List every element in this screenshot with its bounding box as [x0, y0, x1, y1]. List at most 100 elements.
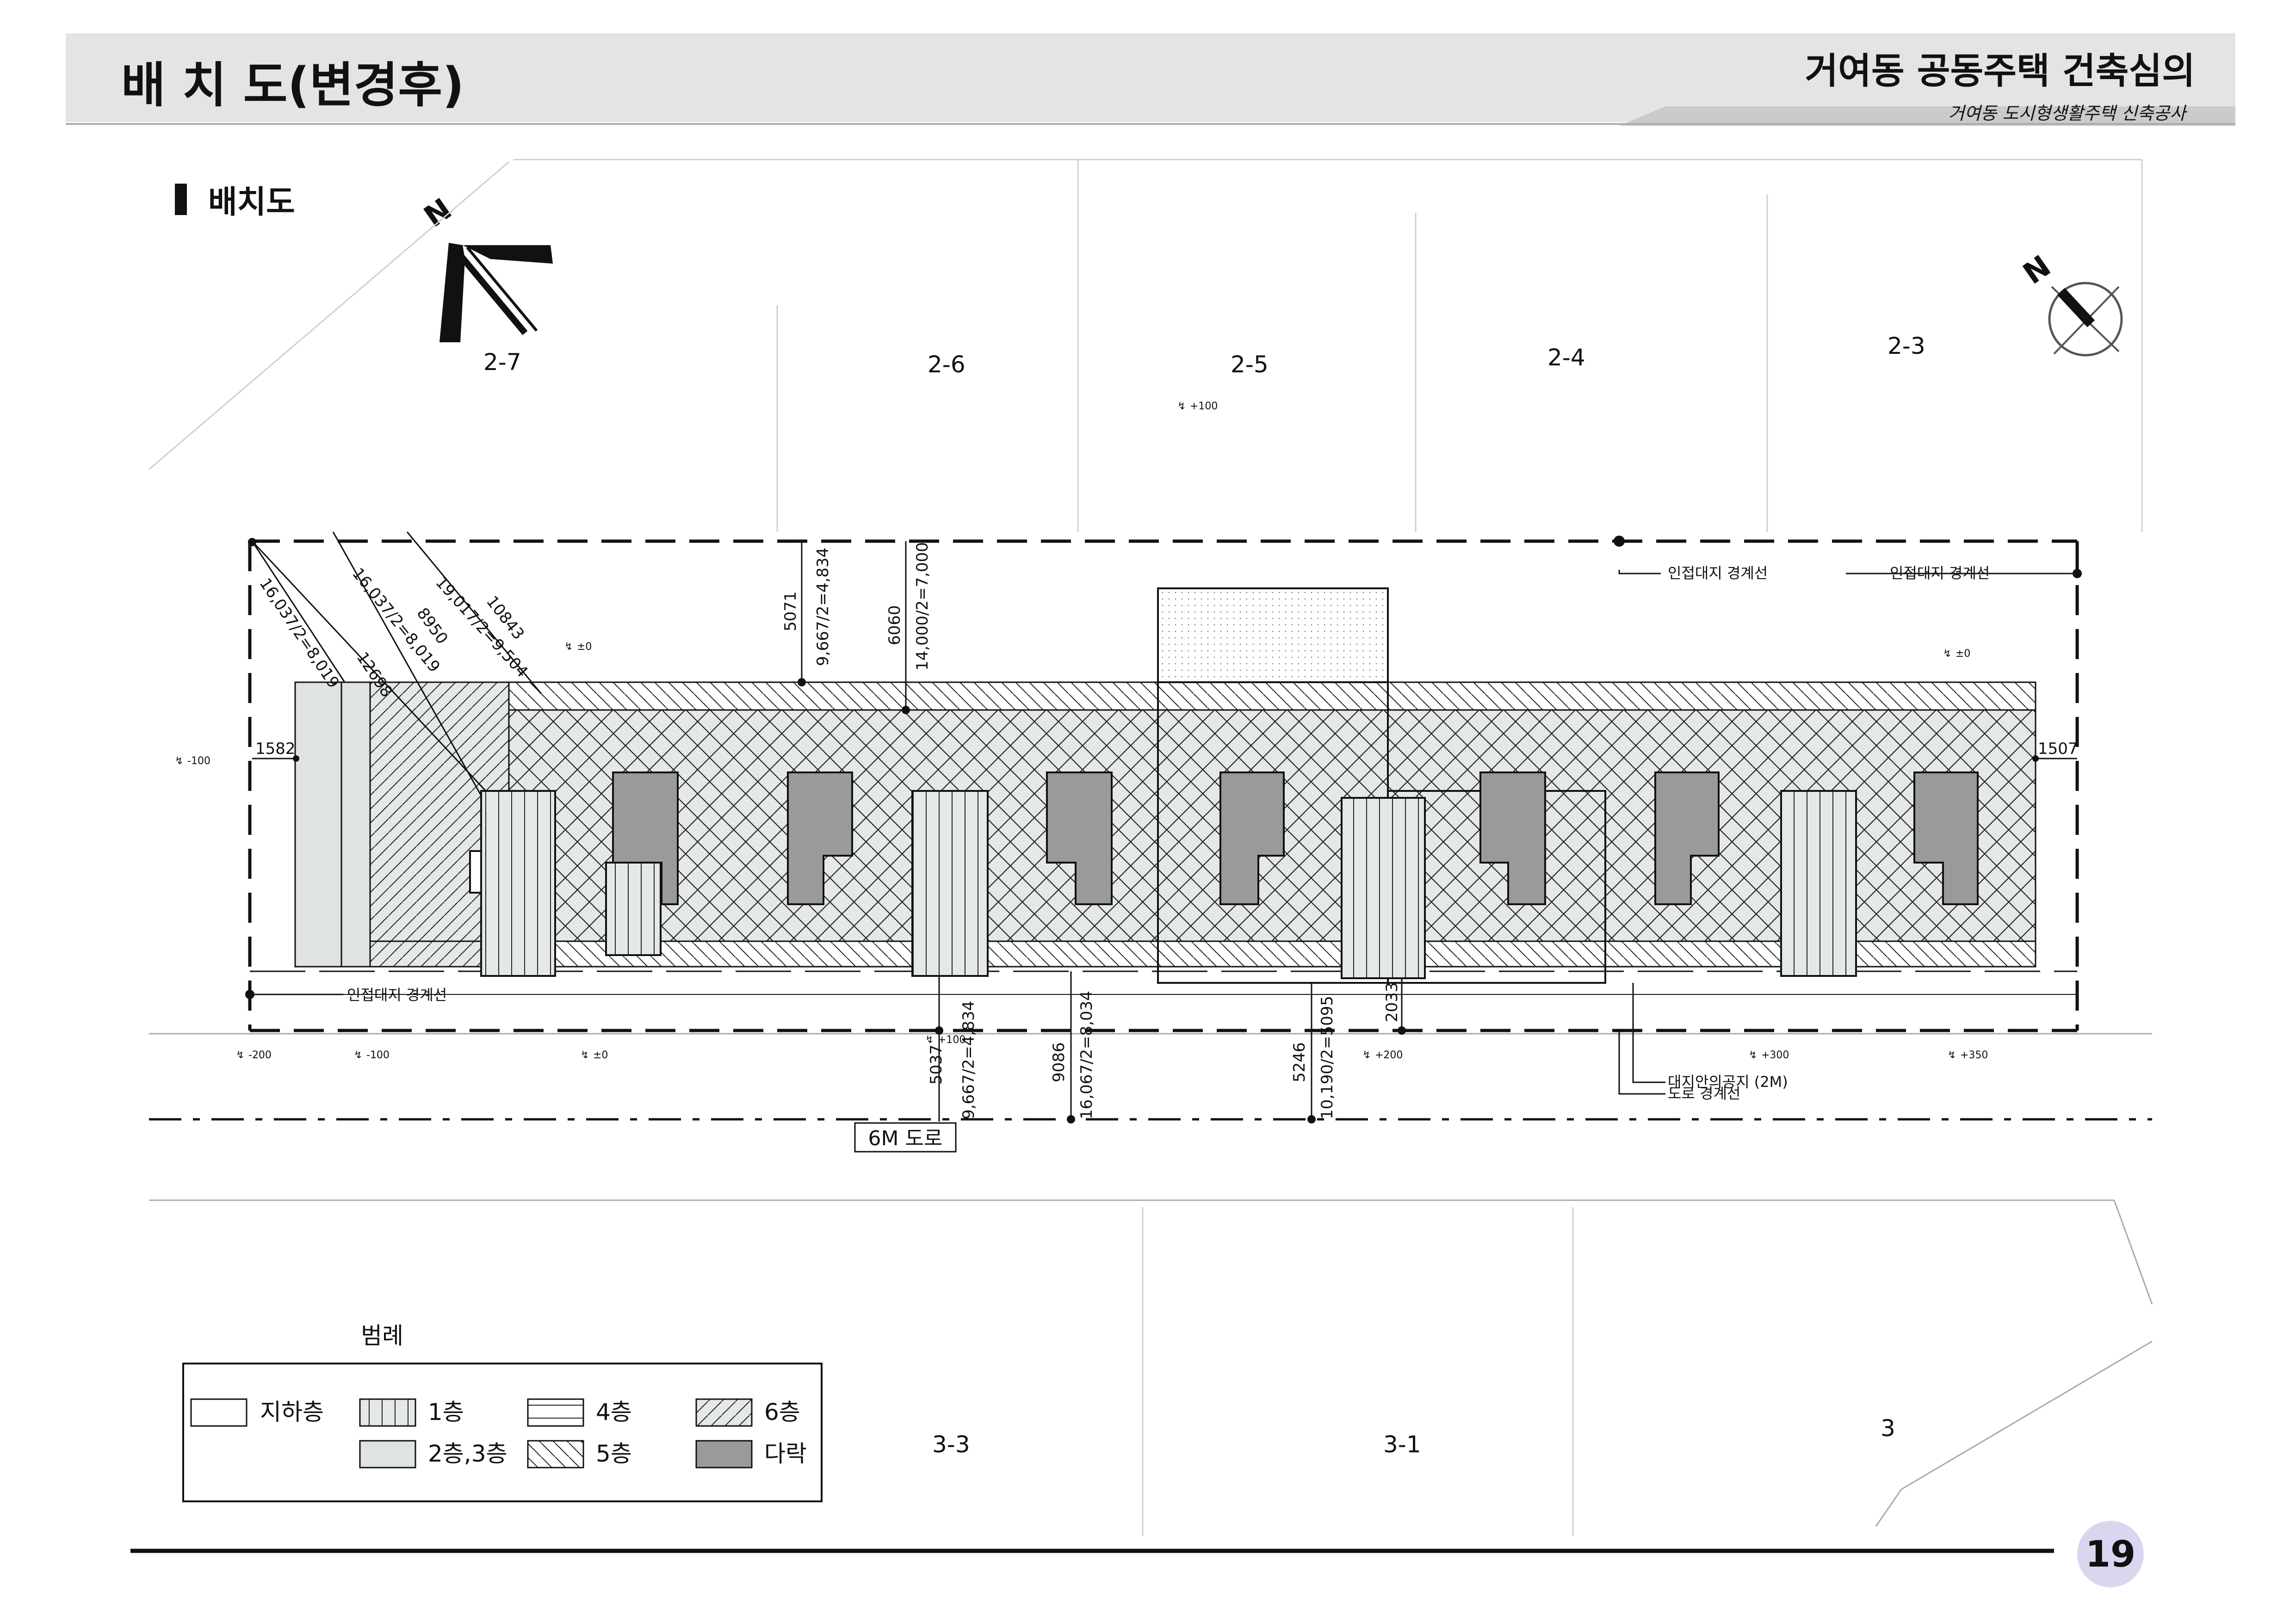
dim-1507: 1507: [2038, 740, 2078, 758]
dim-5071: 5071: [781, 591, 800, 631]
page-number-badge: 19: [2077, 1521, 2144, 1587]
lot-2-3: 2-3: [1888, 333, 1925, 359]
page-number: 19: [2086, 1534, 2136, 1575]
lot-3-1: 3-1: [1383, 1431, 1421, 1458]
project-title: 거여동 공동주택 건축심의: [1805, 50, 2195, 92]
svg-text:다락: 다락: [764, 1440, 807, 1467]
level-upper-left: ↯ ±0: [564, 641, 592, 653]
dim-2033: 2033: [1383, 982, 1401, 1022]
ground-floor-cores: [469, 790, 1857, 979]
level-road-2: ↯ -100: [354, 1049, 390, 1061]
legend: 지하층 1층 4층 6층 2층,3층 5층 다락: [182, 1363, 823, 1502]
svg-text:-100: -100: [366, 1049, 390, 1061]
svg-text:1층: 1층: [428, 1399, 464, 1426]
dim-9667-a: 9,667/2=4,834: [814, 548, 832, 666]
dim-14000: 14,000/2=7,000: [913, 542, 932, 671]
north-arrow-small-icon: N: [2017, 249, 2123, 357]
dim-1582: 1582: [255, 740, 296, 758]
road-label: 6M 도로: [868, 1127, 943, 1150]
svg-text:+200: +200: [1375, 1049, 1403, 1061]
label-road-boundary: 도로 경계선: [1668, 1085, 1740, 1102]
svg-text:2층,3층: 2층,3층: [428, 1440, 507, 1467]
level-markers: ↯ +100 ↯ -100 ↯ ±0 ↯ ±0 ↯ -200 ↯ -100 ↯ ±0 ↯ +10…: [175, 401, 1988, 1061]
dimension-dots: [245, 536, 2082, 1123]
legend-item-attic: 다락: [695, 1440, 807, 1469]
legend-item-floor-1: 1층: [359, 1398, 464, 1427]
svg-text:↯: ↯: [1749, 1049, 1757, 1061]
level-road-1: ↯ -200: [236, 1049, 272, 1061]
dim-5037: 5037: [927, 1044, 946, 1085]
svg-text:↯: ↯: [175, 755, 183, 767]
lot-2-4: 2-4: [1547, 344, 1585, 371]
section-marker: [175, 184, 187, 215]
road: [149, 1033, 2152, 1121]
legend-item-floor-5: 5층: [527, 1440, 632, 1469]
project-subtitle: 거여동 도시형생활주택 신축공사: [1948, 103, 2188, 123]
lot-3-3: 3-3: [932, 1431, 970, 1458]
dim-9667-b: 9,667/2=4,834: [959, 1001, 978, 1119]
dim-9086: 9086: [1050, 1042, 1068, 1082]
level-upper-right: ↯ ±0: [1943, 648, 1970, 660]
lot-2-6: 2-6: [928, 351, 965, 378]
surrounding-lot-lines: [149, 159, 2153, 1536]
road-label-box: 6M 도로: [854, 1122, 957, 1153]
svg-text:4층: 4층: [596, 1399, 632, 1426]
legend-item-floor-2-3: 2층,3층: [359, 1440, 507, 1469]
svg-text:-200: -200: [248, 1049, 272, 1061]
level-top-center: ↯ +100: [1177, 401, 1218, 412]
level-road-3: ↯ ±0: [581, 1049, 608, 1061]
svg-text:↯: ↯: [1948, 1049, 1956, 1061]
svg-text:+300: +300: [1761, 1049, 1789, 1061]
svg-text:±0: ±0: [593, 1049, 608, 1061]
site-boundary: [248, 539, 2079, 1032]
boundary-labels: 인접대지 경계선 인접대지 경계선 인접대지 경계선 대지안의공지 (2M) 도…: [347, 564, 1990, 1102]
lot-numbers: 2-7 2-6 2-5 2-4 2-3 3-3 3-1 3: [483, 333, 1925, 1458]
svg-text:-100: -100: [187, 755, 210, 767]
svg-text:+100: +100: [1190, 401, 1218, 412]
svg-text:±0: ±0: [1956, 648, 1970, 660]
svg-text:지하층: 지하층: [260, 1399, 324, 1426]
lot-2-7: 2-7: [483, 349, 521, 376]
building-plan: [294, 587, 2036, 984]
svg-text:↯: ↯: [354, 1049, 362, 1061]
level-road-4: ↯ +100: [925, 1034, 965, 1046]
svg-text:N: N: [2017, 249, 2057, 291]
legend-item-floor-6: 6층: [695, 1398, 800, 1427]
svg-text:6층: 6층: [764, 1399, 800, 1426]
dim-16067: 16,067/2=8,034: [1077, 991, 1096, 1119]
legend-item-floor-4: 4층: [527, 1398, 632, 1427]
level-road-7: ↯ +350: [1948, 1049, 1988, 1061]
level-road-5: ↯ +200: [1362, 1049, 1403, 1061]
north-arrow-large-icon: N: [418, 192, 553, 342]
svg-text:N: N: [418, 192, 458, 234]
section-label: 배치도: [208, 184, 295, 221]
label-adjacent-top-2: 인접대지 경계선: [1890, 564, 1990, 582]
svg-text:↯: ↯: [236, 1049, 244, 1061]
label-adjacent-bottom: 인접대지 경계선: [347, 986, 447, 1004]
svg-text:↯: ↯: [1362, 1049, 1371, 1061]
level-road-6: ↯ +300: [1749, 1049, 1789, 1061]
svg-text:↯: ↯: [1177, 401, 1186, 412]
dimension-lines: [250, 531, 2077, 1122]
page-title: 배 치 도(변경후): [121, 57, 464, 113]
label-open-space: 대지안의공지 (2M): [1668, 1073, 1788, 1091]
svg-text:↯: ↯: [581, 1049, 589, 1061]
svg-text:+350: +350: [1960, 1049, 1988, 1061]
svg-text:↯: ↯: [564, 641, 573, 653]
svg-text:↯: ↯: [925, 1034, 934, 1046]
lot-2-5: 2-5: [1231, 351, 1269, 378]
svg-text:±0: ±0: [577, 641, 592, 653]
label-adjacent-top-1: 인접대지 경계선: [1668, 564, 1768, 582]
header-band: [66, 33, 2235, 126]
svg-text:↯: ↯: [1943, 648, 1951, 660]
svg-text:+100: +100: [938, 1034, 965, 1046]
dim-6060: 6060: [885, 605, 904, 645]
dim-10190: 10,190/2=5095: [1318, 996, 1337, 1119]
legend-item-underground: 지하층: [190, 1398, 324, 1427]
lot-3: 3: [1881, 1415, 1895, 1442]
legend-title: 범례: [361, 1322, 403, 1349]
dim-5246: 5246: [1290, 1042, 1309, 1082]
level-left: ↯ -100: [175, 755, 210, 767]
svg-text:5층: 5층: [596, 1440, 632, 1467]
